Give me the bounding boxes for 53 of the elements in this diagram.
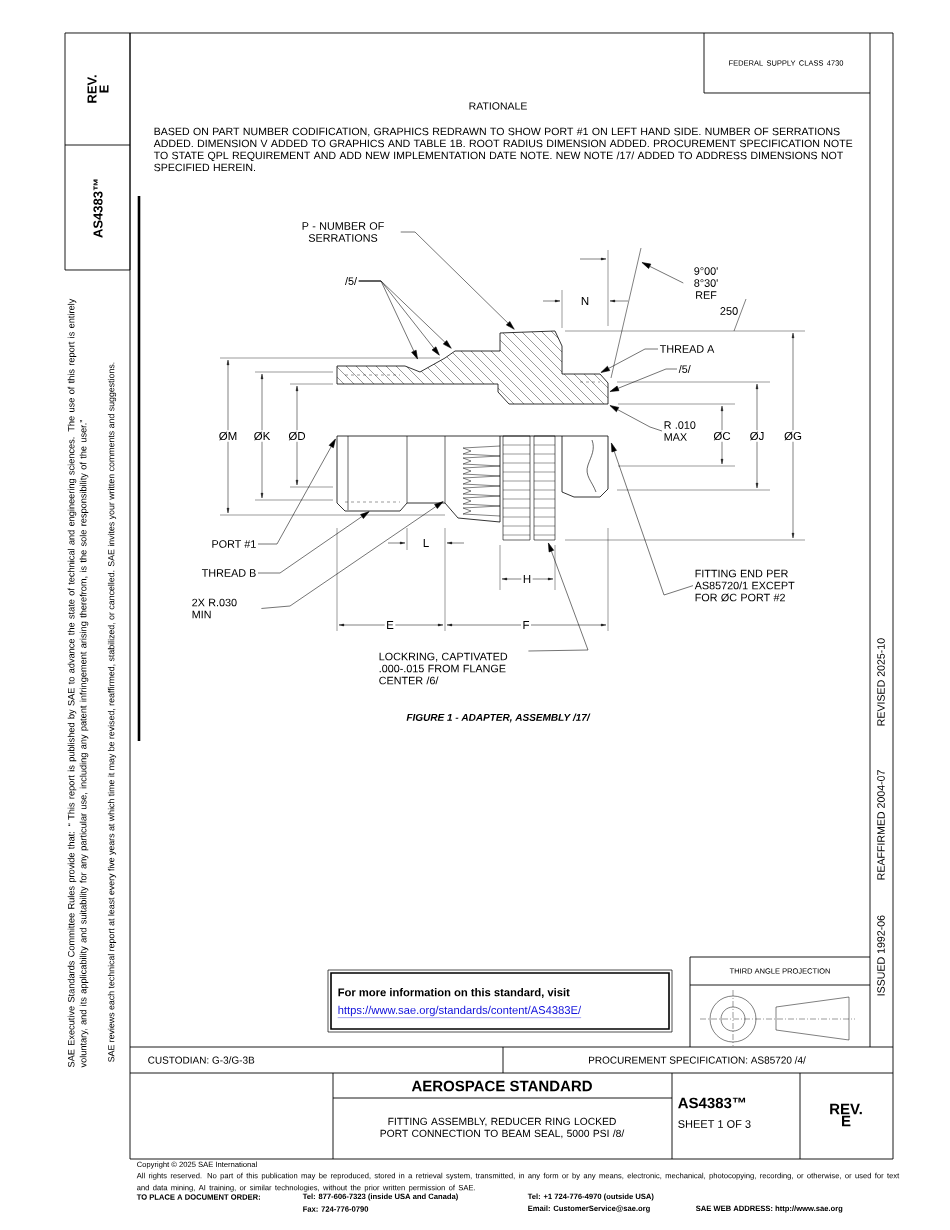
- callout-text: P - NUMBER OF SERRATIONS: [302, 222, 384, 242]
- callout-text: 9°00' 8°30' REF: [694, 267, 718, 299]
- leader-line: [257, 438, 336, 545]
- link: https://www.sae.org/standards/content/AS4383E/: [337, 1005, 582, 1018]
- dimension-label: ØM: [217, 430, 239, 442]
- leader-line: [609, 368, 678, 392]
- dimension-label: H: [521, 573, 533, 585]
- legal-notice: SAE reviews each technical report at least every five years at which time it may be revised, reaffirmed, stabilized, or cancelled. SAE invites your written comments and suggestions.: [107, 362, 117, 1062]
- leader-line: [611, 442, 694, 596]
- leader-line: [600, 348, 659, 373]
- dimension-label: F: [521, 619, 531, 631]
- callout-text: LOCKRING, CAPTIVATED .000-.015 FROM FLANGE CENTER /6/: [379, 652, 508, 685]
- leader-line: [609, 405, 663, 432]
- callout-text: 2X R.030 MIN: [192, 598, 237, 619]
- callout-text: PORT #1: [212, 540, 256, 548]
- date-label: REAFFIRMED 2004-07: [877, 770, 885, 880]
- leader-line: [528, 542, 589, 652]
- revision-label: REV. E: [87, 75, 109, 103]
- figure-caption: FIGURE 1 - ADAPTER, ASSEMBLY /17/: [406, 713, 591, 723]
- leader-line: [257, 511, 370, 574]
- dimension-label: ØJ: [748, 430, 766, 442]
- leader-line: [261, 501, 444, 609]
- callout-text: R .010 MAX: [664, 421, 696, 441]
- revision-label: REV. E: [830, 1103, 862, 1127]
- paragraph: BASED ON PART NUMBER CODIFICATION, GRAPHICS REDRAWN TO SHOW PORT #1 ON LEFT HAND SIDE. NUMBER OF SERRATIONS ADDED. DIMENSION V ADDED TO GRAPHICS AND TABLE 1B. ROOT RADIUS DIMENSION ADDED. PROCUREMENT SPECIFICATION NOTE TO STATE QPL REQUIREMENT AND ADD NEW IMPLEMENTATION DATE NOTE. NEW NOTE /17/ ADDED TO ADDRESS DIMENSIONS NOT SPECIFIED HEREIN.: [153, 127, 853, 172]
- leader-line: [641, 262, 684, 284]
- dimension-label: E: [384, 619, 396, 631]
- dimension-label: L: [423, 539, 429, 547]
- cell-text: SHEET 1 OF 3: [678, 1120, 751, 1128]
- dimension-label: N: [581, 297, 589, 305]
- date-label: REVISED 2025-10: [877, 638, 885, 726]
- dimension-label: ØK: [252, 430, 272, 442]
- cell-text: FITTING ASSEMBLY, REDUCER RING LOCKED PORT CONNECTION TO BEAM SEAL, 5000 PSI /8/: [380, 1117, 625, 1139]
- dimension-label: ØD: [286, 430, 308, 442]
- date-label: ISSUED 1992-06: [877, 915, 885, 996]
- legal-notice: SAE Executive Standards Committee Rules provide that: “ This report is published by SAE to advance the state of technical and engineering sciences. The use of this report is entirely voluntary, and its applicability and suitability for any particular use, including any patent infringement arising therefrom, is the sole responsibility of the user.”: [67, 298, 89, 1068]
- callout-text: THREAD A: [659, 345, 715, 353]
- adapter-assembly-drawing: [336, 330, 609, 541]
- surface-finish-value: 250: [720, 307, 738, 315]
- heading: RATIONALE: [469, 102, 527, 110]
- dimension-label: ØC: [711, 430, 733, 442]
- document-number: AS4383™: [678, 1097, 746, 1109]
- title-heading: AEROSPACE STANDARD: [411, 1080, 592, 1092]
- cell-text: PROCUREMENT SPECIFICATION: AS85720 /4/: [589, 1056, 806, 1064]
- callout-text: /5/: [345, 277, 357, 285]
- info-text: For more information on this standard, visit: [338, 988, 570, 998]
- callout-text: FITTING END PER AS85720/1 EXCEPT FOR ØC PORT #2: [694, 569, 795, 602]
- document-number: AS4383™: [93, 179, 103, 238]
- cell-text: CUSTODIAN: G-3/G-3B: [148, 1056, 255, 1064]
- callout-text: THREAD B: [201, 569, 256, 577]
- leader-line: [400, 231, 515, 330]
- leader-line: [358, 280, 452, 349]
- dimension-label: ØG: [782, 430, 804, 442]
